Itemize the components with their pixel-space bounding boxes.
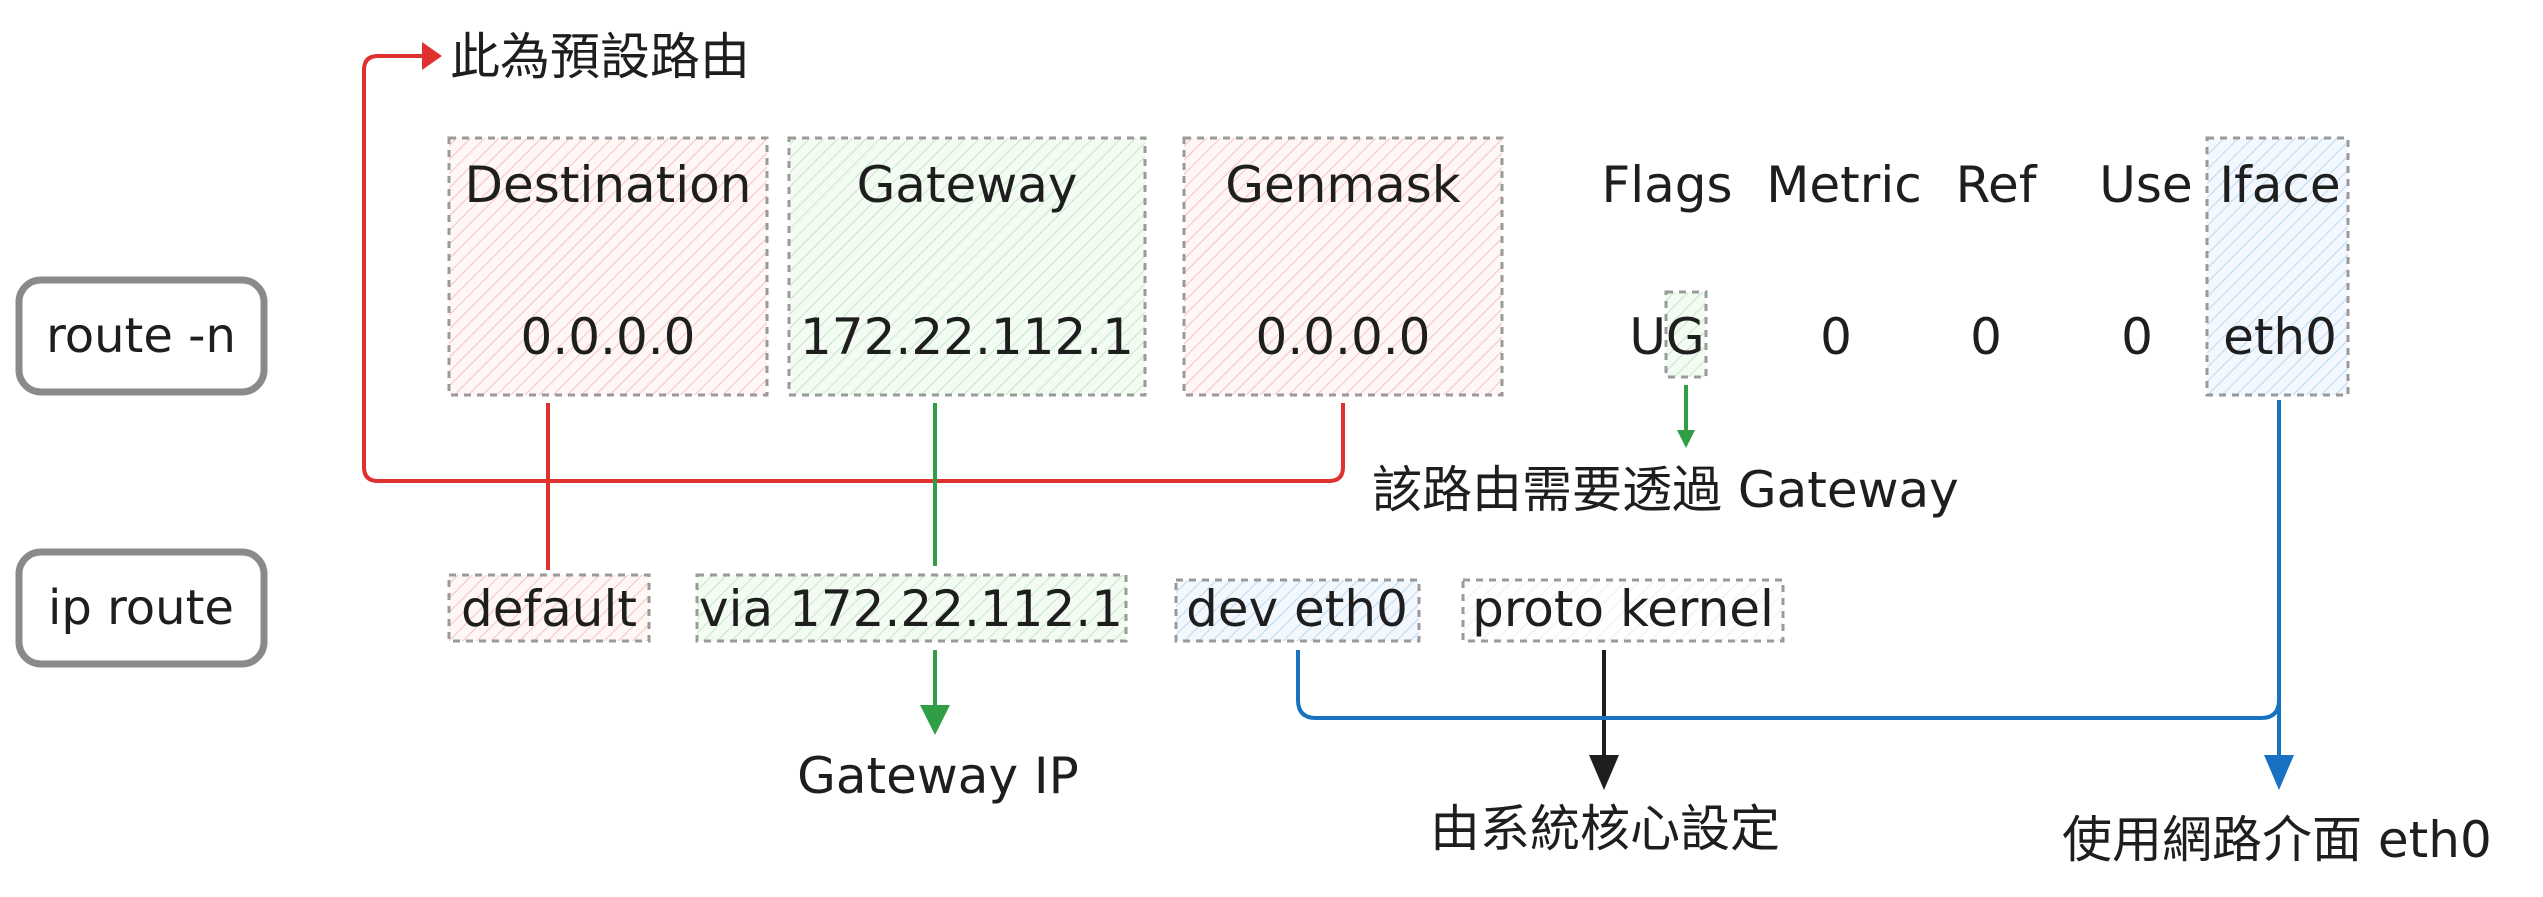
default-route-arrowhead bbox=[422, 42, 442, 70]
header-metric: Metric bbox=[1766, 156, 1921, 214]
gateway-column-box bbox=[787, 136, 1147, 397]
annotation-gateway-ip: Gateway IP bbox=[797, 747, 1079, 805]
gateway-ip-arrowhead bbox=[920, 705, 950, 735]
iface-arrowhead bbox=[2264, 755, 2294, 790]
ip-via-box bbox=[695, 573, 1128, 643]
flags-g-arrowhead bbox=[1677, 430, 1695, 448]
row-ref: 0 bbox=[1970, 308, 2002, 366]
row-metric: 0 bbox=[1820, 308, 1852, 366]
ip-proto: proto kernel bbox=[1472, 580, 1774, 638]
iface-column-box bbox=[2205, 136, 2350, 397]
header-ref: Ref bbox=[1956, 156, 2038, 214]
row-destination: 0.0.0.0 bbox=[521, 308, 696, 366]
route-n-command: route -n bbox=[46, 308, 236, 364]
annotation-uses-interface: 使用網路介面 eth0 bbox=[2062, 811, 2492, 869]
flags-g-highlight bbox=[1664, 290, 1708, 379]
default-route-arrow bbox=[362, 54, 1345, 483]
route-n-command-box bbox=[15, 276, 268, 396]
header-flags: Flags bbox=[1601, 156, 1732, 214]
row-flags: UG bbox=[1629, 308, 1704, 366]
annotation-set-by-kernel: 由系統核心設定 bbox=[1430, 800, 1780, 858]
ip-route-command: ip route bbox=[48, 580, 234, 636]
ip-default-box bbox=[447, 573, 651, 643]
header-destination: Destination bbox=[465, 156, 752, 214]
row-iface: eth0 bbox=[2223, 308, 2337, 366]
ip-default: default bbox=[461, 580, 637, 638]
genmask-column-box bbox=[1182, 136, 1504, 397]
row-genmask: 0.0.0.0 bbox=[1256, 308, 1431, 366]
header-genmask: Genmask bbox=[1225, 156, 1461, 214]
ip-proto-box bbox=[1461, 578, 1785, 643]
ip-via: via 172.22.112.1 bbox=[699, 580, 1123, 638]
annotation-default-route: 此為預設路由 bbox=[450, 28, 750, 86]
header-use: Use bbox=[2099, 156, 2192, 214]
dev-to-iface-line bbox=[1296, 650, 2281, 720]
ip-dev-box bbox=[1174, 578, 1421, 643]
ip-dev: dev eth0 bbox=[1186, 580, 1408, 638]
destination-column-box bbox=[447, 136, 769, 397]
row-use: 0 bbox=[2121, 308, 2153, 366]
header-gateway: Gateway bbox=[857, 156, 1078, 214]
ip-route-command-box bbox=[15, 548, 268, 668]
row-gateway: 172.22.112.1 bbox=[800, 308, 1134, 366]
annotation-needs-gateway: 該路由需要透過 Gateway bbox=[1372, 461, 1959, 519]
header-iface: Iface bbox=[2219, 156, 2340, 214]
kernel-arrowhead bbox=[1589, 755, 1619, 790]
